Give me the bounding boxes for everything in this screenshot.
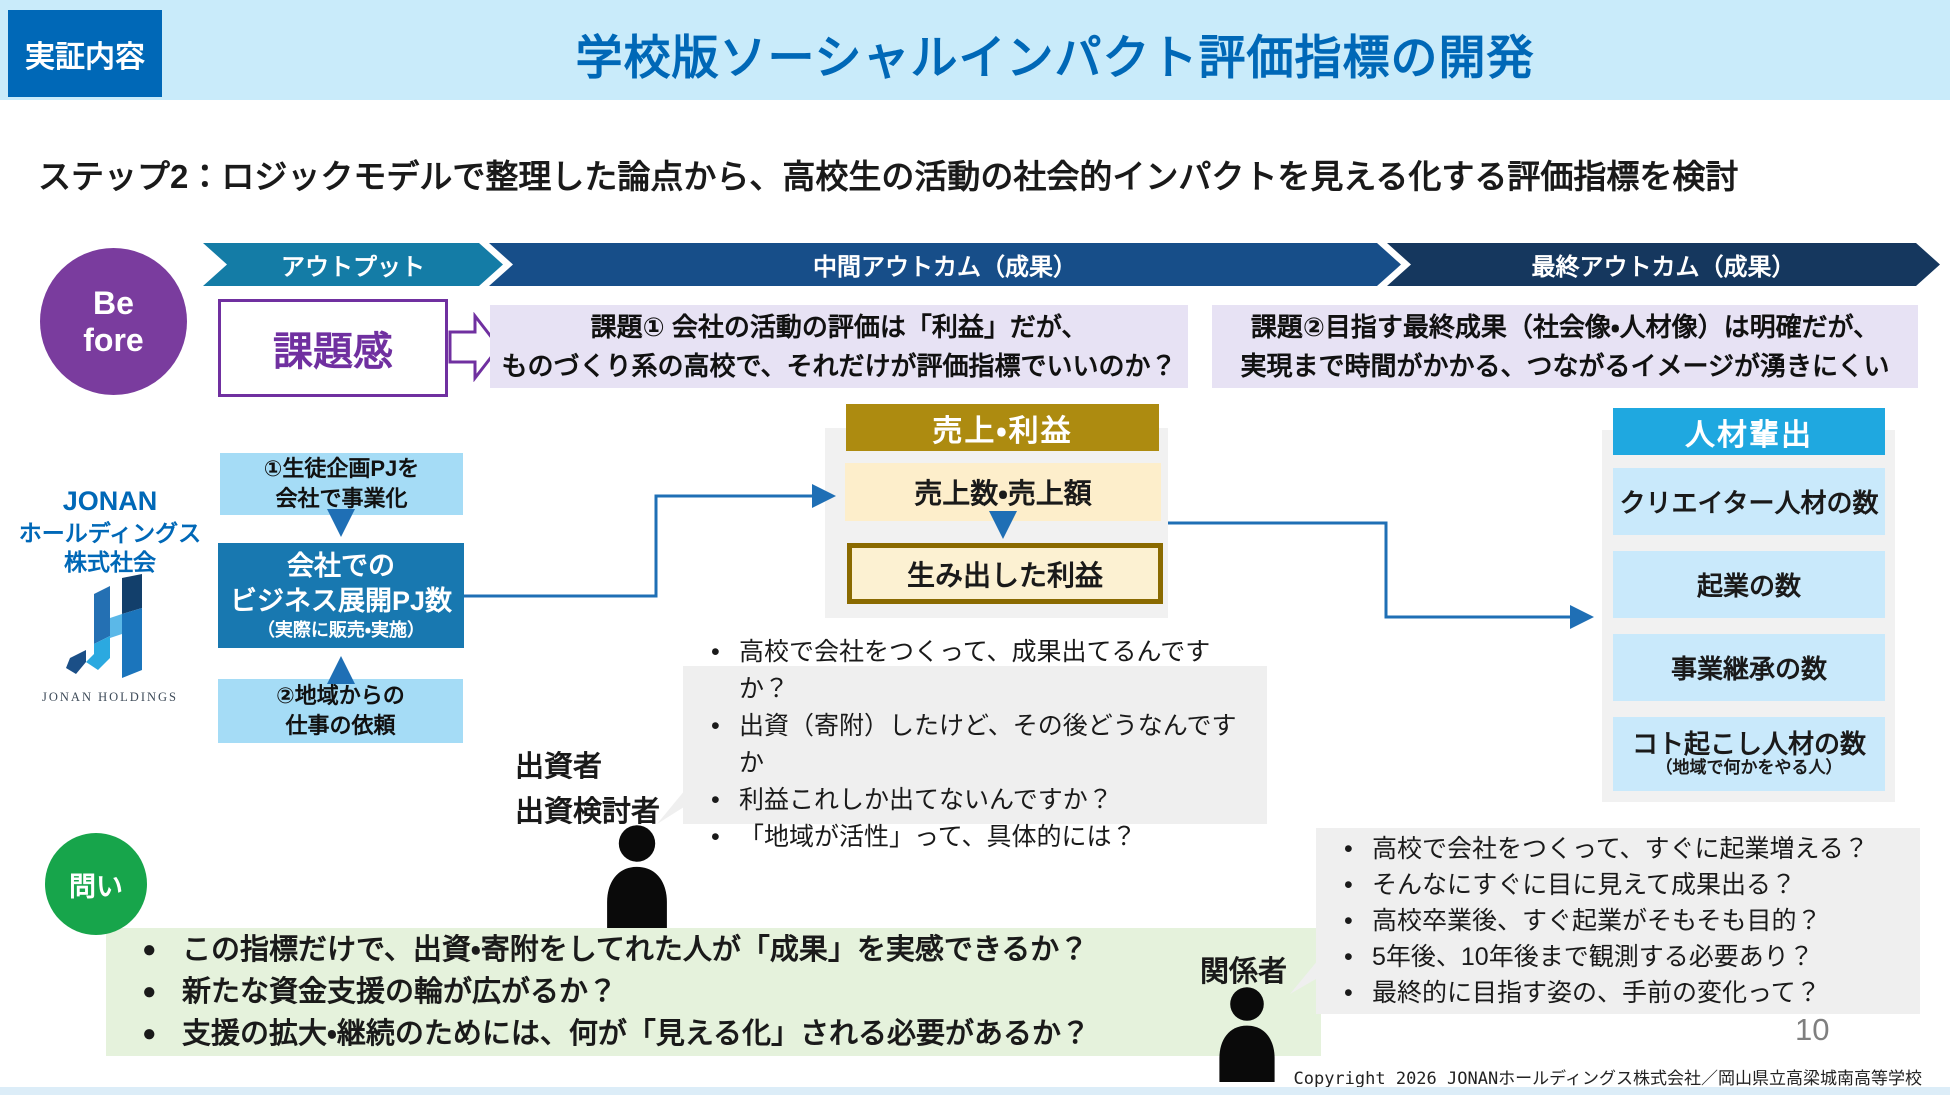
talent-item-koto-main: コト起こし人材の数: [1631, 729, 1866, 760]
band-intermediate-outcome: 中間アウトカム（成果）: [489, 243, 1401, 286]
investors-label-line2: 出資検討者: [515, 795, 661, 828]
company-name-jp1: ホールディングス: [18, 519, 202, 546]
issue2-box: 課題②目指す最終成果（社会像・人材像）は明確だが、 実現まで時間がかかる、つなが…: [1212, 305, 1918, 388]
issue-feeling-box: 課題感: [218, 299, 448, 397]
flow-input1-line1: ①生徒企画PJを: [263, 456, 420, 482]
bullet-item: 最終的に目指す姿の、手前の変化って？: [1330, 975, 1869, 1011]
talent-item-startup: 起業の数: [1613, 551, 1885, 618]
flow-main-line1: 会社での: [287, 550, 395, 581]
investors-speech-bubble: 高校で会社をつくって、成果出てるんですか？ 出資（寄附）したけど、その後どうなん…: [657, 634, 1267, 856]
purple-arrow-icon: [448, 312, 501, 382]
bullet-item: 高校で会社をつくって、成果出てるんですか？: [697, 634, 1257, 708]
step-subtitle: ステップ2：ロジックモデルで整理した論点から、高校生の活動の社会的インパクトを見…: [38, 158, 1739, 195]
page-number: 10: [1795, 1012, 1830, 1047]
bullet-item: 新たな資金支援の輪が広がるか？: [142, 971, 1090, 1013]
jonan-logo: [66, 574, 142, 678]
bullet-item: そんなにすぐに目に見えて成果出る？: [1330, 867, 1869, 903]
talent-item-creator: クリエイター人材の数: [1613, 468, 1885, 535]
band-final-outcome: 最終アウトカム（成果）: [1387, 243, 1940, 286]
company-name: JONAN ホールディングス 株式社会: [12, 485, 208, 576]
before-line2: fore: [83, 321, 144, 358]
copyright-text: Copyright 2026 JONANホールディングス株式会社／岡山県立高梁城…: [1293, 1069, 1922, 1089]
question-box: この指標だけで、出資・寄附をしてれた人が「成果」を実感できるか？ 新たな資金支援…: [106, 928, 1321, 1056]
sales-header: 売上・利益: [846, 404, 1159, 451]
talent-header: 人材輩出: [1613, 408, 1885, 455]
stakeholders-label: 関係者: [1200, 956, 1288, 988]
question-badge: 問い: [45, 833, 147, 935]
flow-input1-line2: 会社で事業化: [275, 486, 408, 511]
investors-bullet-list: 高校で会社をつくって、成果出てるんですか？ 出資（寄附）したけど、その後どうなん…: [683, 634, 1267, 856]
investor-person-icon: [607, 825, 667, 928]
talent-item-succession: 事業継承の数: [1613, 634, 1885, 701]
stakeholders-speech-bubble: 高校で会社をつくって、すぐに起業増える？ そんなにすぐに目に見えて成果出る？ 高…: [1290, 828, 1920, 1014]
sales-item-profit: 生み出した利益: [847, 543, 1163, 604]
bullet-item: この指標だけで、出資・寄附をしてれた人が「成果」を実感できるか？: [142, 929, 1090, 971]
before-line1: Be: [93, 284, 134, 321]
company-name-jp2: 株式社会: [64, 548, 156, 575]
talent-item-koto: コト起こし人材の数 （地域で何かをやる人）: [1613, 717, 1885, 791]
question-bullet-list: この指標だけで、出資・寄附をしてれた人が「成果」を実感できるか？ 新たな資金支援…: [106, 929, 1100, 1055]
investors-label-line1: 出資者: [515, 751, 603, 783]
speech-tail-icon: [1290, 948, 1328, 994]
flow-input2-line1: ②地域からの: [276, 683, 405, 709]
issue2-line1: 課題②目指す最終成果（社会像・人材像）は明確だが、: [1250, 311, 1880, 342]
sales-item-count: 売上数・売上額: [845, 463, 1161, 521]
talent-item-koto-sub: （地域で何かをやる人）: [1655, 757, 1843, 777]
bullet-item: 5年後、10年後まで観測する必要あり？: [1330, 939, 1869, 975]
bottom-edge: [0, 1087, 1950, 1095]
flow-input1-box: ①生徒企画PJを 会社で事業化: [220, 453, 463, 515]
jonan-logo-caption: JONAN HOLDINGS: [42, 690, 178, 704]
issue1-box: 課題① 会社の活動の評価は「利益」だが、 ものづくり系の高校で、それだけが評価指…: [490, 305, 1188, 388]
issue1-line2: ものづくり系の高校で、それだけが評価指標でいいのか？: [501, 350, 1177, 381]
bullet-item: 「地域が活性」って、具体的には？: [697, 819, 1257, 856]
before-badge: Be fore: [40, 248, 187, 395]
bullet-item: 高校卒業後、すぐ起業がそもそも目的？: [1330, 903, 1869, 939]
speech-tail-icon: [657, 778, 695, 824]
bullet-item: 高校で会社をつくって、すぐに起業増える？: [1330, 831, 1869, 867]
flow-main-box: 会社での ビジネス展開PJ数 （実際に販売・実施）: [218, 543, 464, 648]
bullet-item: 利益これしか出てないんですか？: [697, 782, 1257, 819]
bullet-item: 出資（寄附）したけど、その後どうなんですか: [697, 708, 1257, 782]
investors-label: 出資者 出資検討者: [515, 745, 660, 835]
band-output: アウトプット: [203, 243, 503, 286]
stakeholder-person-icon: [1219, 987, 1275, 1082]
bullet-item: 支援の拡大・継続のためには、何が「見える化」される必要があるか？: [142, 1013, 1090, 1055]
company-name-en: JONAN: [62, 486, 158, 516]
title-band: [0, 0, 1950, 100]
issue1-line1: 課題① 会社の活動の評価は「利益」だが、: [590, 311, 1088, 342]
tag-badge: 実証内容: [8, 10, 162, 97]
flow-input2-line2: 仕事の依頼: [285, 713, 396, 738]
stakeholders-bullet-list: 高校で会社をつくって、すぐに起業増える？ そんなにすぐに目に見えて成果出る？ 高…: [1316, 831, 1879, 1011]
flow-main-line3: （実際に販売・実施）: [256, 619, 426, 640]
flow-input2-box: ②地域からの 仕事の依頼: [218, 679, 463, 743]
page-title: 学校版ソーシャルインパクト評価指標の開発: [575, 30, 1535, 84]
issue2-line2: 実現まで時間がかかる、つながるイメージが湧きにくい: [1240, 350, 1890, 381]
flow-main-line2: ビジネス展開PJ数: [229, 585, 453, 616]
